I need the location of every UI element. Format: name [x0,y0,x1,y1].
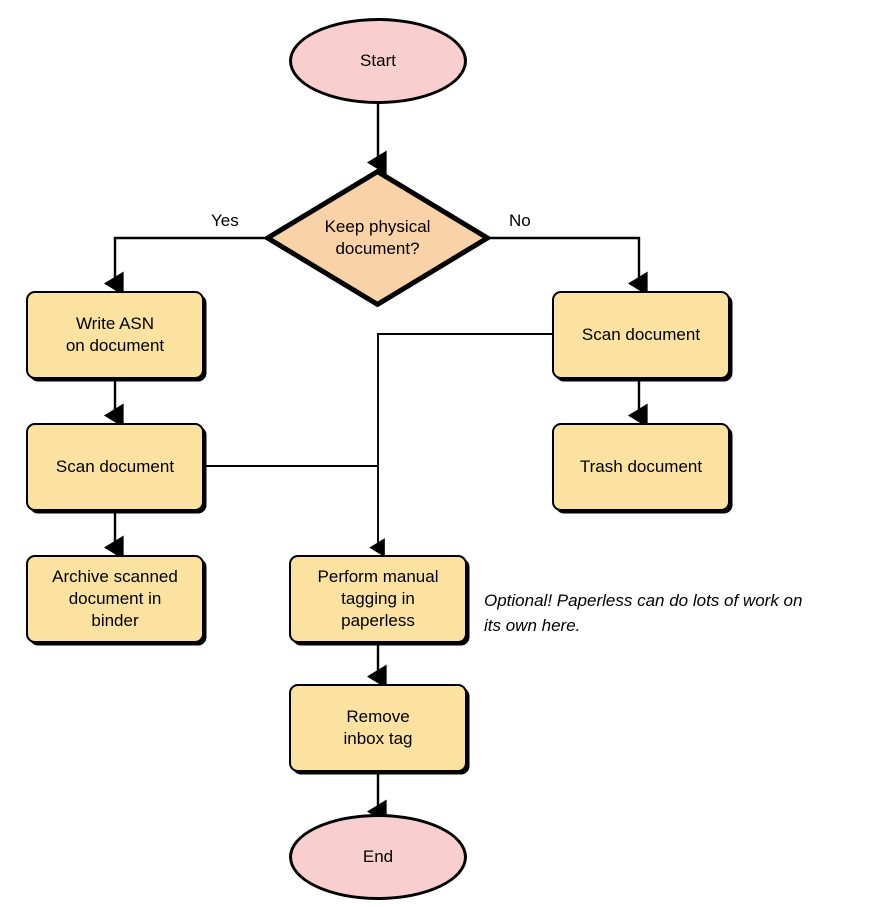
diamond-shape [265,169,490,307]
node-scan-document-right[interactable]: Scan document [552,291,730,379]
node-trash-label: Trash document [579,457,703,477]
node-write-asn-label: Write ASN on document [65,314,165,355]
node-end-label: End [362,847,394,867]
node-start-label: Start [360,51,396,71]
edge-decision-yes-to-write-asn [103,236,265,296]
node-scan-document-left-label: Scan document [55,457,175,477]
edge-label-yes: Yes [211,211,239,230]
node-archive-label: Archive scanned document in binder [52,567,178,630]
node-end[interactable]: End [289,814,467,900]
node-remove-inbox-tag[interactable]: Remove inbox tag [289,684,467,772]
edge-decision-no-to-scan-right [490,236,648,296]
node-archive-scanned-document[interactable]: Archive scanned document in binder [26,555,204,643]
node-scan-document-left[interactable]: Scan document [26,423,204,511]
node-perform-manual-tagging[interactable]: Perform manual tagging in paperless [289,555,467,643]
node-tagging-label: Perform manual tagging in paperless [317,567,439,630]
node-trash-document[interactable]: Trash document [552,423,730,511]
node-start[interactable]: Start [289,18,467,104]
annotation-optional-note: Optional! Paperless can do lots of work … [484,591,803,635]
node-scan-document-right-label: Scan document [581,325,701,345]
node-write-asn-on-document[interactable]: Write ASN on document [26,291,204,379]
edge-scan-right-to-tagging [369,333,552,558]
edge-label-no: No [509,211,531,230]
node-remove-tag-label: Remove inbox tag [343,707,413,748]
node-decision-keep-physical-document[interactable]: Keep physical document? [265,169,490,307]
node-decision-label: Keep physical document? [324,217,431,258]
